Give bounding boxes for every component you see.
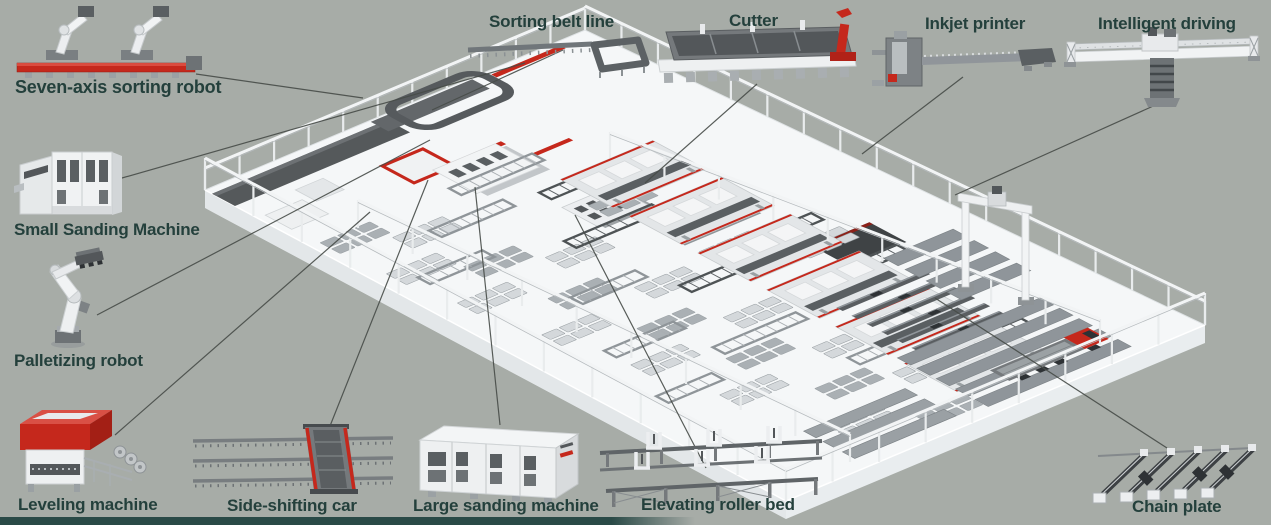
leader-line-seven-axis-sorting-robot (195, 73, 364, 99)
label-large-sanding-machine: Large sanding machine (413, 496, 599, 515)
leader-line-elevating-roller-bed (574, 214, 707, 469)
leader-line-large-sanding-machine (474, 186, 501, 426)
floor-equipment (212, 45, 1132, 459)
cutter-icon (657, 8, 857, 83)
floor-machine-box (294, 177, 346, 202)
label-leveling-machine: Leveling machine (18, 495, 158, 514)
leader-line-intelligent-driving (954, 102, 1161, 196)
label-palletizing-robot: Palletizing robot (14, 351, 143, 370)
leader-line-sorting-belt-line (431, 49, 564, 111)
platform-front-railing (203, 130, 1207, 501)
leader-line-inkjet-printer (861, 76, 964, 155)
label-cutter: Cutter (729, 11, 778, 30)
chain-plate-icon (1092, 444, 1256, 504)
intelligent-driving-icon (1064, 27, 1260, 107)
floor-large-sanding-machine (431, 143, 551, 196)
label-sorting-belt-line: Sorting belt line (489, 12, 615, 31)
floor-machine-box (264, 199, 330, 230)
leader-line-cutter (644, 83, 758, 184)
footer-accent-bar (0, 517, 695, 525)
leader-line-chain-plate (934, 297, 1168, 449)
small-sanding-machine-icon (14, 151, 122, 215)
label-elevating-roller-bed: Elevating roller bed (641, 495, 795, 514)
sorting-belt-line-icon (467, 36, 650, 78)
leader-lines (96, 49, 1168, 469)
inkjet-printer-icon (872, 31, 1056, 87)
label-chain-plate: Chain plate (1132, 497, 1222, 516)
red-conveyor-segment (531, 137, 574, 156)
label-inkjet-printer: Inkjet printer (925, 14, 1026, 33)
label-seven-axis-sorting-robot: Seven-axis sorting robot (15, 77, 222, 97)
large-sanding-machine-icon (418, 425, 580, 503)
floor-chain-plates (836, 270, 1006, 352)
leader-line-leveling-machine (114, 211, 371, 436)
seven-axis-sorting-robot-icon (16, 6, 202, 78)
leader-line-side-shifting-car (329, 179, 429, 427)
floor-board-stacks (802, 228, 1132, 459)
leader-line-small-sanding-machine (114, 62, 526, 181)
floor-gantry-crane (957, 186, 1034, 305)
floor-belt-conveyor (212, 120, 411, 207)
floor-side-shifting-car (378, 147, 459, 185)
label-side-shifting-car: Side-shifting car (227, 496, 357, 515)
elevating-roller-bed-icon (599, 426, 823, 507)
leveling-machine-icon (20, 410, 147, 492)
palletizing-robot-icon (49, 247, 104, 348)
side-shifting-car-icon (192, 424, 394, 494)
label-small-sanding-machine: Small Sanding Machine (14, 220, 200, 239)
label-intelligent-driving: Intelligent driving (1098, 14, 1236, 33)
leader-line-palletizing-robot (96, 139, 431, 316)
